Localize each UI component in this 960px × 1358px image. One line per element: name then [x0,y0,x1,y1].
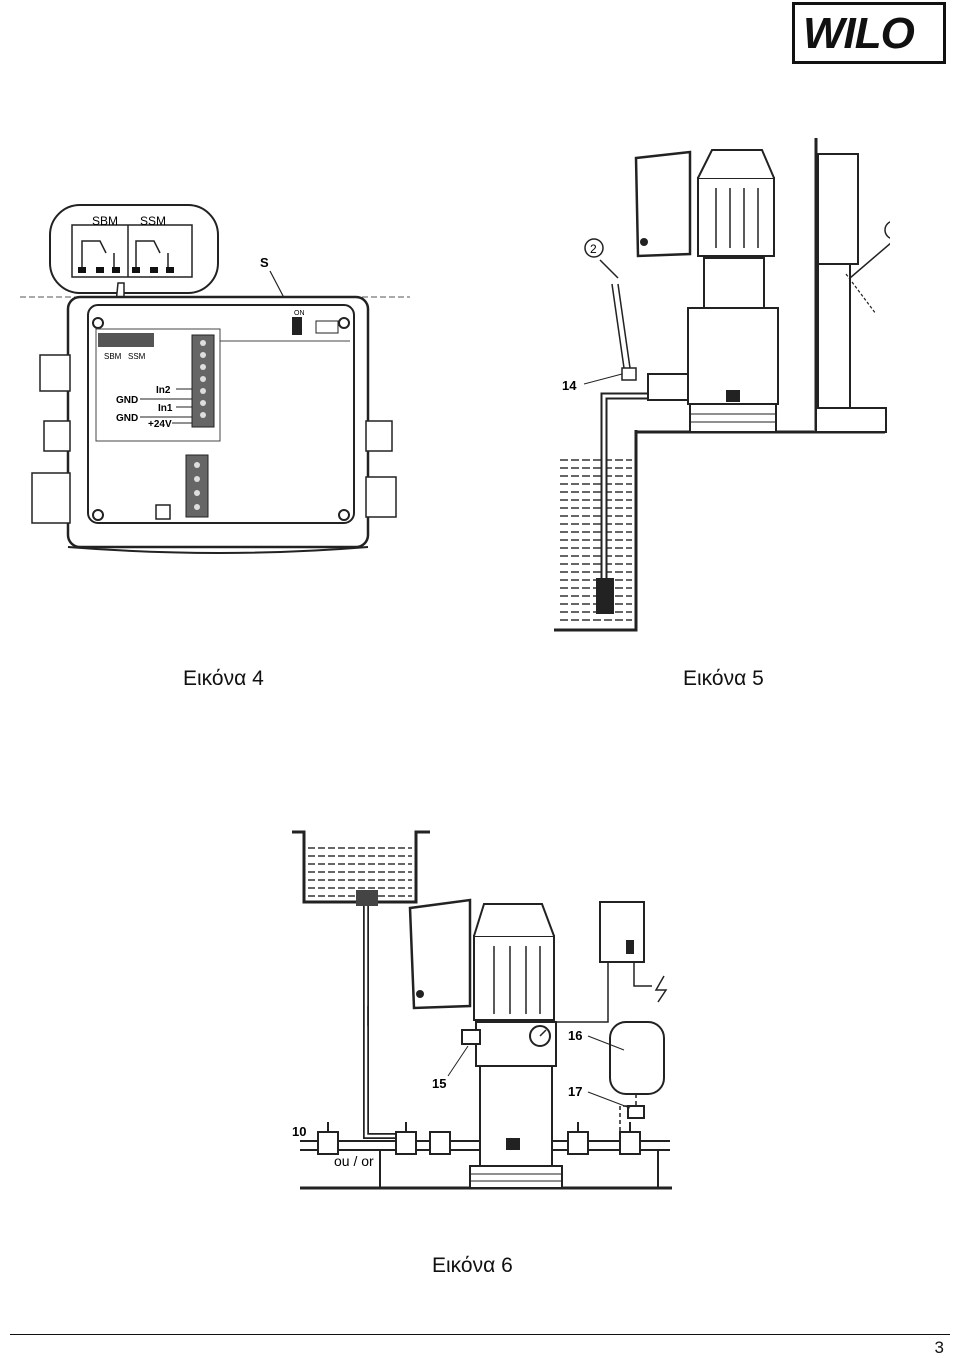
label-24v: +24V [148,419,172,430]
figure-4-control-box-diagram: SBM SSM S SBM SSM GND In2 GND In1 +24V O… [20,204,410,554]
figure-4-caption: Εικόνα 4 [183,667,264,690]
label-gnd-top: GND [116,395,138,406]
item-15-label: 15 [432,1076,446,1091]
item-17-label: 17 [568,1084,582,1099]
label-in1: In1 [158,403,173,414]
figure-5-caption: Εικόνα 5 [683,667,764,690]
lightning-icon [654,975,668,1003]
ou-or-label: ou / or [334,1153,374,1169]
label-in2: In2 [156,385,171,396]
switch-marker-s: S [260,255,269,270]
figure-6-tank-installation-diagram: 10 ou / or 15 16 17 [292,830,672,1190]
switch-on-label: ON [294,310,305,317]
wilo-logo: WILO [792,2,946,64]
relay-label-ssm: SSM [140,214,166,228]
footer-rule [10,1334,950,1335]
label-gnd-bottom: GND [116,413,138,424]
page-number: 3 [934,1338,944,1357]
strip-label-sbm: SBM [104,352,122,361]
item-16-label: 16 [568,1028,582,1043]
callout-2: 2 [590,242,597,256]
item-10-label: 10 [292,1124,306,1139]
figure-6-caption: Εικόνα 6 [432,1254,513,1277]
logo-text: WILO [803,9,915,58]
item-14-label: 14 [562,378,577,393]
strip-label-ssm: SSM [128,352,146,361]
relay-label-sbm: SBM [92,214,118,228]
figure-5-well-installation-diagram: 14 2 1 [554,138,890,632]
